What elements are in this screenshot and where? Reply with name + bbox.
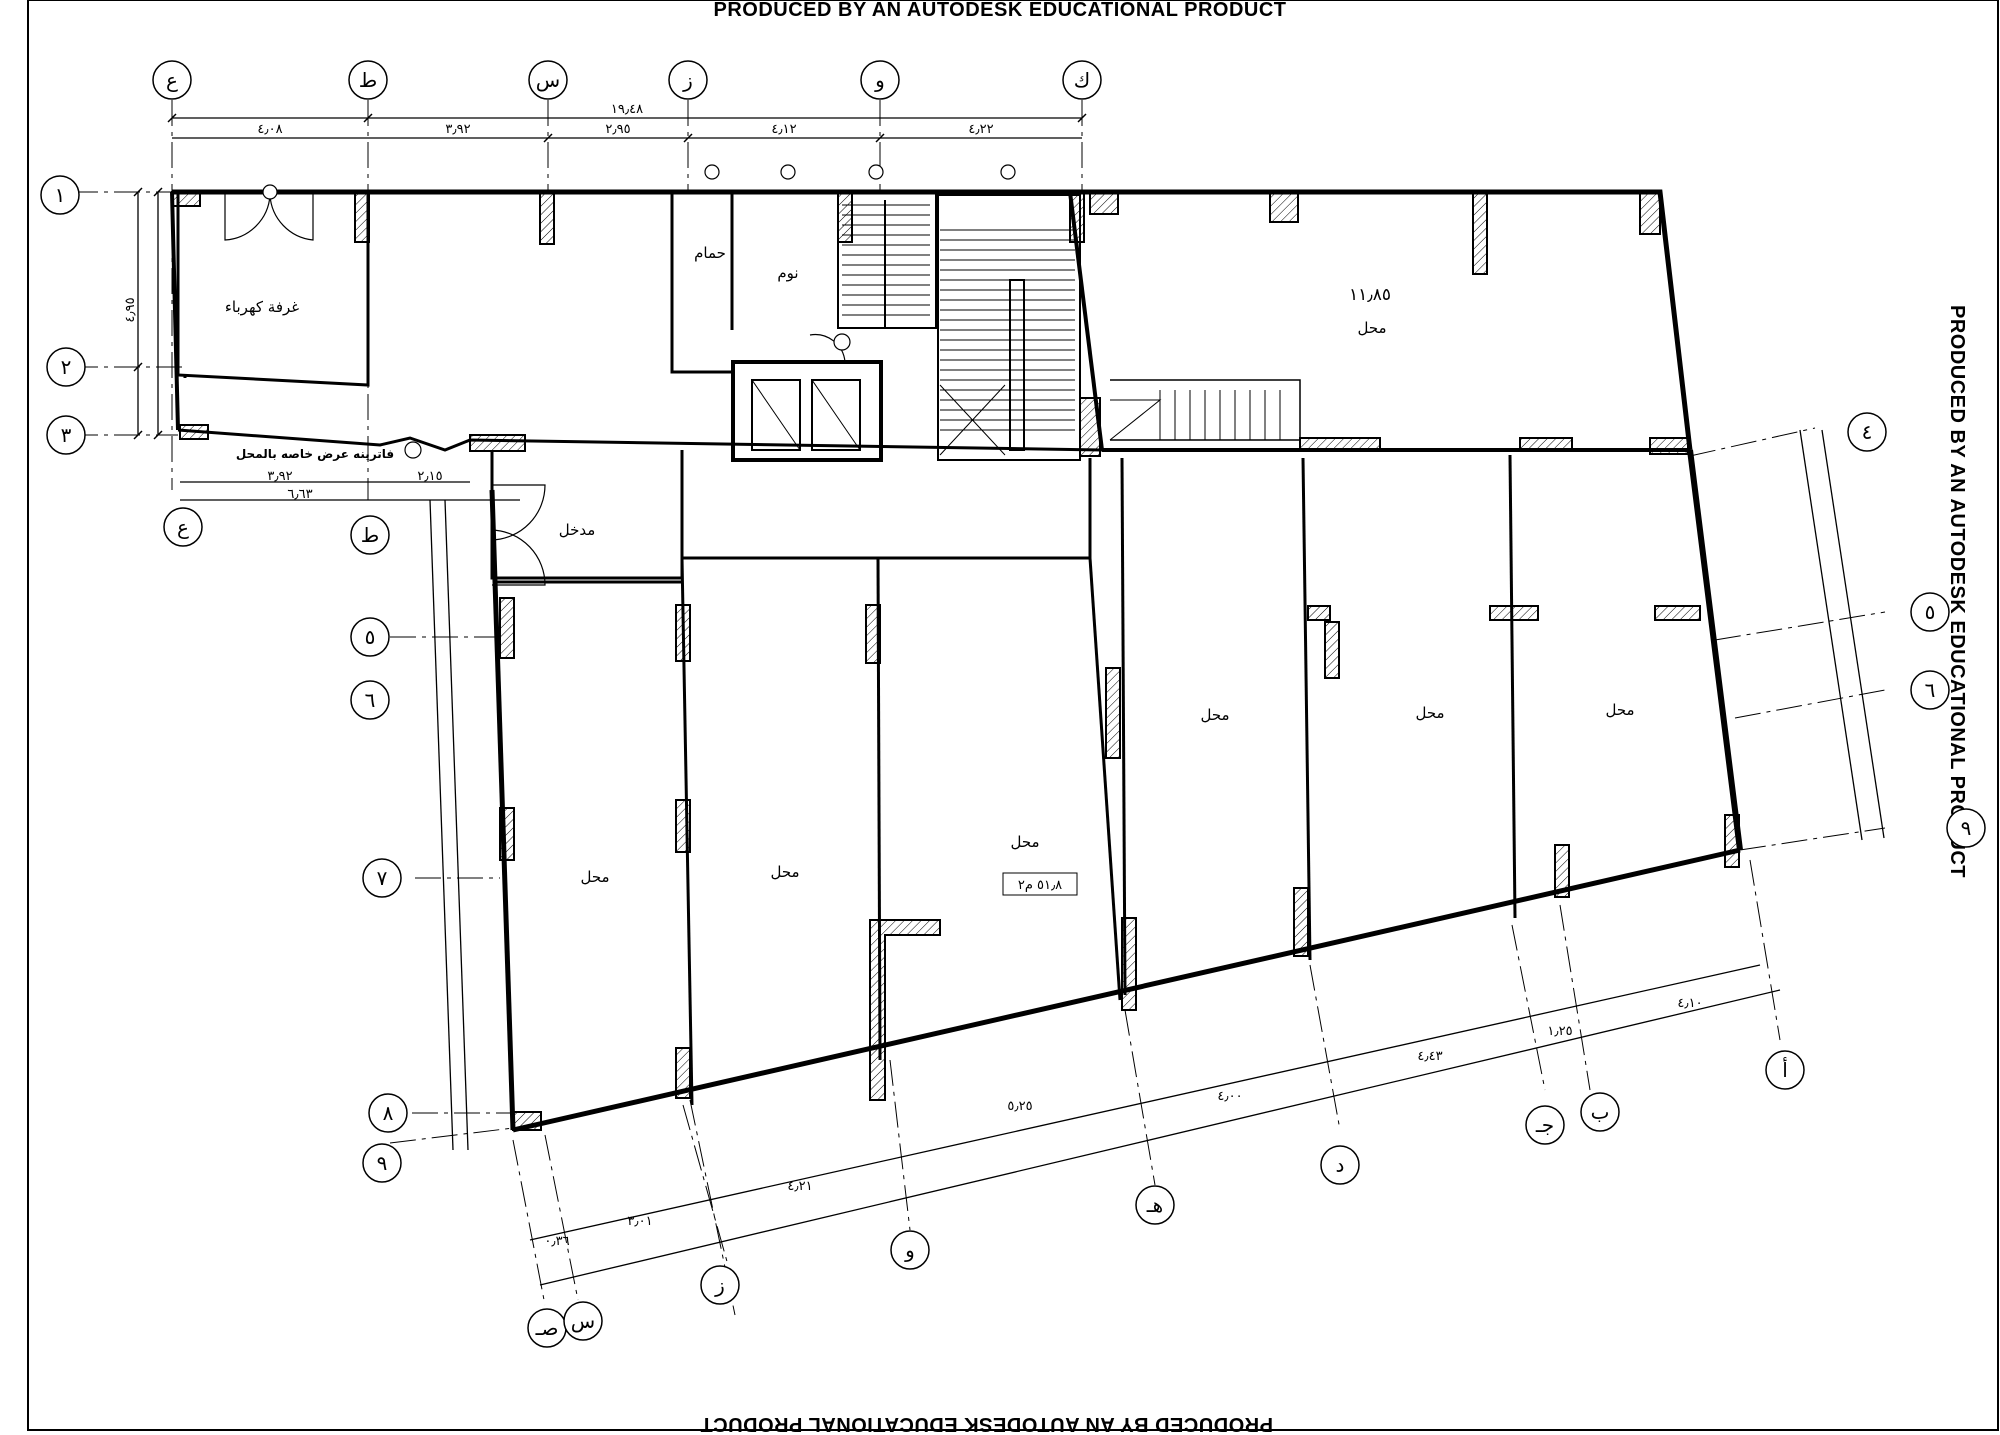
grid-lines-bottom (512, 859, 1781, 1306)
grid-label-left: ع (177, 515, 189, 539)
grid-label-bottom: هـ (1146, 1193, 1163, 1217)
dimension-lines (137, 117, 1885, 1286)
dim-bottom: ٣٫٠١ (627, 1214, 652, 1229)
exterior-walls (170, 189, 1743, 1133)
dim-bottom: ٥٫٢٥ (1007, 1099, 1032, 1114)
stairs (842, 200, 1301, 456)
grid-label-bottom: ب (1591, 1100, 1610, 1124)
dim-bottom: ١٫٢٥ (1547, 1024, 1572, 1039)
grid-label-bottom: أ (1782, 1057, 1788, 1082)
grid-labels: ع ط س ز و ك ١ ٢ ٣ ع ط ٥ ٦ ٧ ٨ ٩ ٤ ٥ ٦ ٩ … (55, 68, 1972, 1340)
grid-label-left: ٦ (365, 688, 376, 712)
interior-walls (176, 191, 1517, 1106)
grid-label-bottom: و (904, 1238, 915, 1262)
room-shop: محل (1357, 319, 1386, 337)
grid-label-left: ٥ (365, 625, 376, 649)
columns (171, 191, 1740, 1131)
grid-label-top: س (536, 68, 560, 92)
grid-bubbles (40, 60, 1986, 1348)
room-electric: غرفة كهرباء (225, 298, 299, 316)
grid-label-top: و (874, 68, 885, 92)
room-shop: محل (1415, 704, 1444, 722)
grid-label-bottom: ز (714, 1273, 725, 1297)
room-shop: محل (580, 868, 609, 886)
dim-top-part: ٢٫٩٥ (605, 122, 630, 137)
room-entrance: مدخل (559, 521, 596, 539)
lift-cabins (751, 379, 861, 451)
dim-left: ٦٫٦٣ (287, 487, 312, 502)
dim-left: ٣٫٩٢ (267, 469, 292, 484)
dim-bottom: ٠٫٣٦ (544, 1234, 569, 1249)
grid-label-left: ط (361, 523, 380, 547)
grid-label-right: ٦ (1925, 678, 1936, 702)
grid-label-bottom: د (1336, 1153, 1345, 1177)
dim-bottom: ٤٫١٠ (1677, 996, 1702, 1011)
grid-label-left: ٢ (61, 355, 72, 379)
area-box (1002, 872, 1078, 896)
grid-label-right: ٤ (1862, 420, 1873, 444)
dim-bottom: ٤٫٠٠ (1217, 1089, 1242, 1104)
room-labels: غرفة كهرباء حمام نوم مدخل فاترينه عرض خا… (225, 244, 1635, 886)
dimension-texts: ١٩٫٤٨ ٤٫٠٨ ٣٫٩٢ ٢٫٩٥ ٤٫١٢ ٤٫٢٢ ٢٫١٥ ٣٫٩٢… (257, 102, 1702, 1249)
room-shop: محل (770, 863, 799, 881)
room-bath: حمام (694, 244, 726, 262)
dim-left-vertical: ٤٫٩٥ (123, 297, 138, 322)
grid-label-top: ز (682, 68, 693, 92)
drawing-border (27, 0, 1999, 1431)
dim-top-part: ٤٫٢٢ (968, 122, 993, 137)
dim-top-part: ٣٫٩٢ (445, 122, 470, 137)
grid-label-top: ع (166, 68, 178, 92)
dim-bottom: ٤٫٢١ (787, 1179, 812, 1194)
grid-label-bottom: جـ (1535, 1113, 1554, 1137)
room-showcase: فاترينه عرض خاصه بالمحل (236, 447, 394, 461)
grid-label-left: ٧ (377, 866, 388, 890)
dim-bottom: ٤٫٤٣ (1417, 1049, 1442, 1064)
doors (224, 192, 846, 586)
grid-label-left: ١ (55, 183, 66, 207)
grid-lines (72, 100, 1886, 1316)
room-shop: محل (1200, 706, 1229, 724)
grid-label-bottom: صـ (535, 1316, 559, 1340)
dim-top-part: ٤٫١٢ (771, 122, 796, 137)
room-shop: محل (1605, 701, 1634, 719)
watermark-top: PRODUCED BY AN AUTODESK EDUCATIONAL PROD… (713, 0, 1287, 21)
grid-label-right: ٥ (1925, 600, 1936, 624)
shop-area: ٥١٫٨ م٢ (1018, 878, 1062, 893)
grid-label-right: ٩ (1961, 816, 1972, 840)
grid-label-left: ٣ (61, 423, 72, 447)
dim-top-part: ٤٫٠٨ (257, 122, 282, 137)
grid-label-left: ٨ (383, 1101, 394, 1125)
room-shop: محل (1010, 833, 1039, 851)
grid-label-top: ك (1074, 68, 1090, 92)
grid-label-bottom: س (571, 1309, 595, 1333)
light-fixture-icons (262, 164, 1016, 459)
room-sleep: نوم (777, 264, 798, 282)
dimension-ticks (133, 113, 1087, 440)
dim-left: ٢٫١٥ (417, 469, 442, 484)
dim-total-top: ١٩٫٤٨ (611, 102, 643, 117)
big-shop-dim: ١١٫٨٥ (1349, 285, 1391, 305)
grid-label-top: ط (359, 68, 378, 92)
grid-label-left: ٩ (377, 1151, 388, 1175)
